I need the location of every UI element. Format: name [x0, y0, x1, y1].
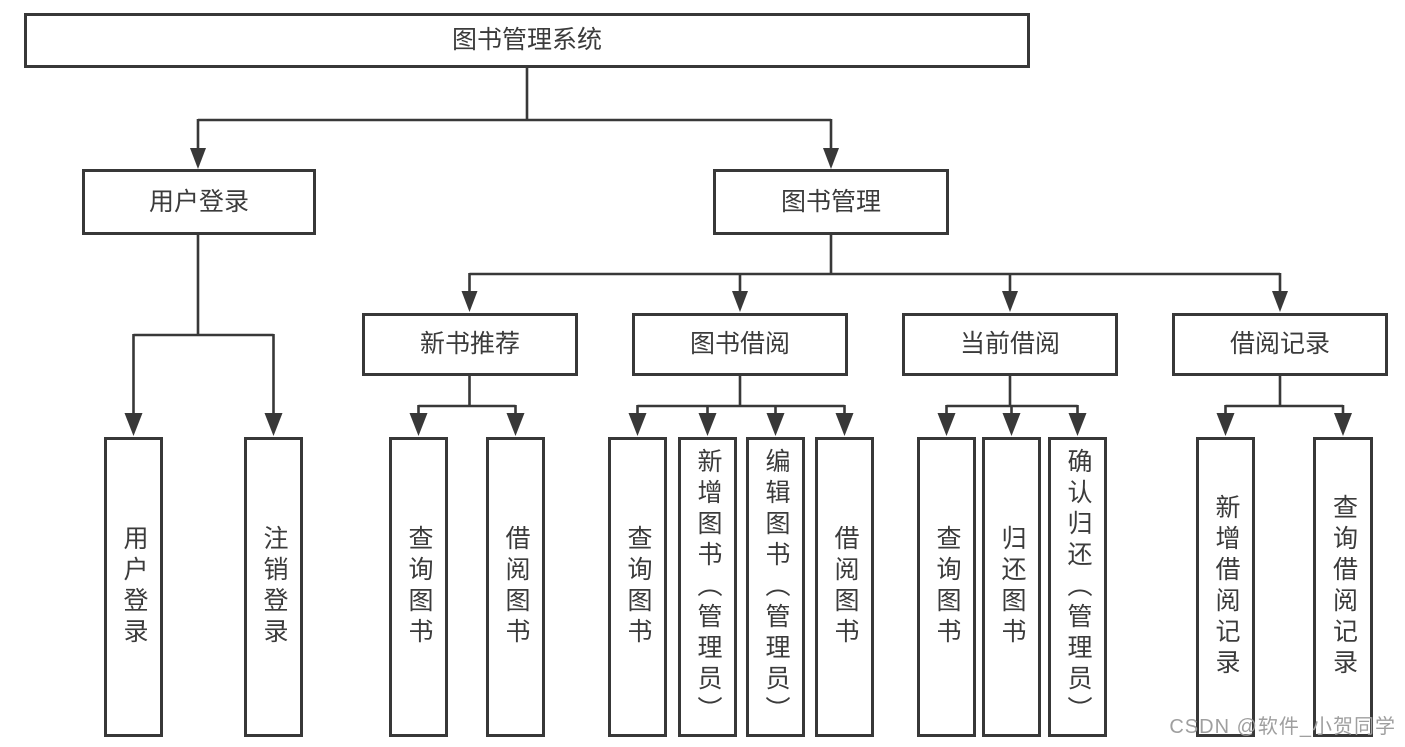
leaf-user-login: 用户登录 [104, 437, 163, 737]
node-library-management-system: 图书管理系统 [24, 13, 1030, 68]
leaf-add-books-admin: 新增图书（管理员） [678, 437, 737, 737]
leaf-search-books-borrowing: 查询图书 [608, 437, 667, 737]
leaf-search-books-recommend: 查询图书 [389, 437, 448, 737]
csdn-watermark: CSDN @软件_小贺同学 [1169, 716, 1396, 738]
leaf-search-books-current: 查询图书 [917, 437, 976, 737]
leaf-borrow-books: 借阅图书 [815, 437, 874, 737]
node-new-book-recommendation: 新书推荐 [362, 313, 578, 376]
leaf-add-borrow-record: 新增借阅记录 [1196, 437, 1255, 737]
node-book-management: 图书管理 [713, 169, 949, 235]
leaf-borrow-books-recommend: 借阅图书 [486, 437, 545, 737]
leaf-search-borrow-record: 查询借阅记录 [1313, 437, 1373, 737]
leaf-logout: 注销登录 [244, 437, 303, 737]
node-book-borrowing: 图书借阅 [632, 313, 848, 376]
node-user-login: 用户登录 [82, 169, 316, 235]
node-current-borrowing: 当前借阅 [902, 313, 1118, 376]
leaf-confirm-return-admin: 确认归还（管理员） [1048, 437, 1107, 737]
leaf-edit-books-admin: 编辑图书（管理员） [746, 437, 805, 737]
leaf-return-books: 归还图书 [982, 437, 1041, 737]
node-borrowing-records: 借阅记录 [1172, 313, 1388, 376]
